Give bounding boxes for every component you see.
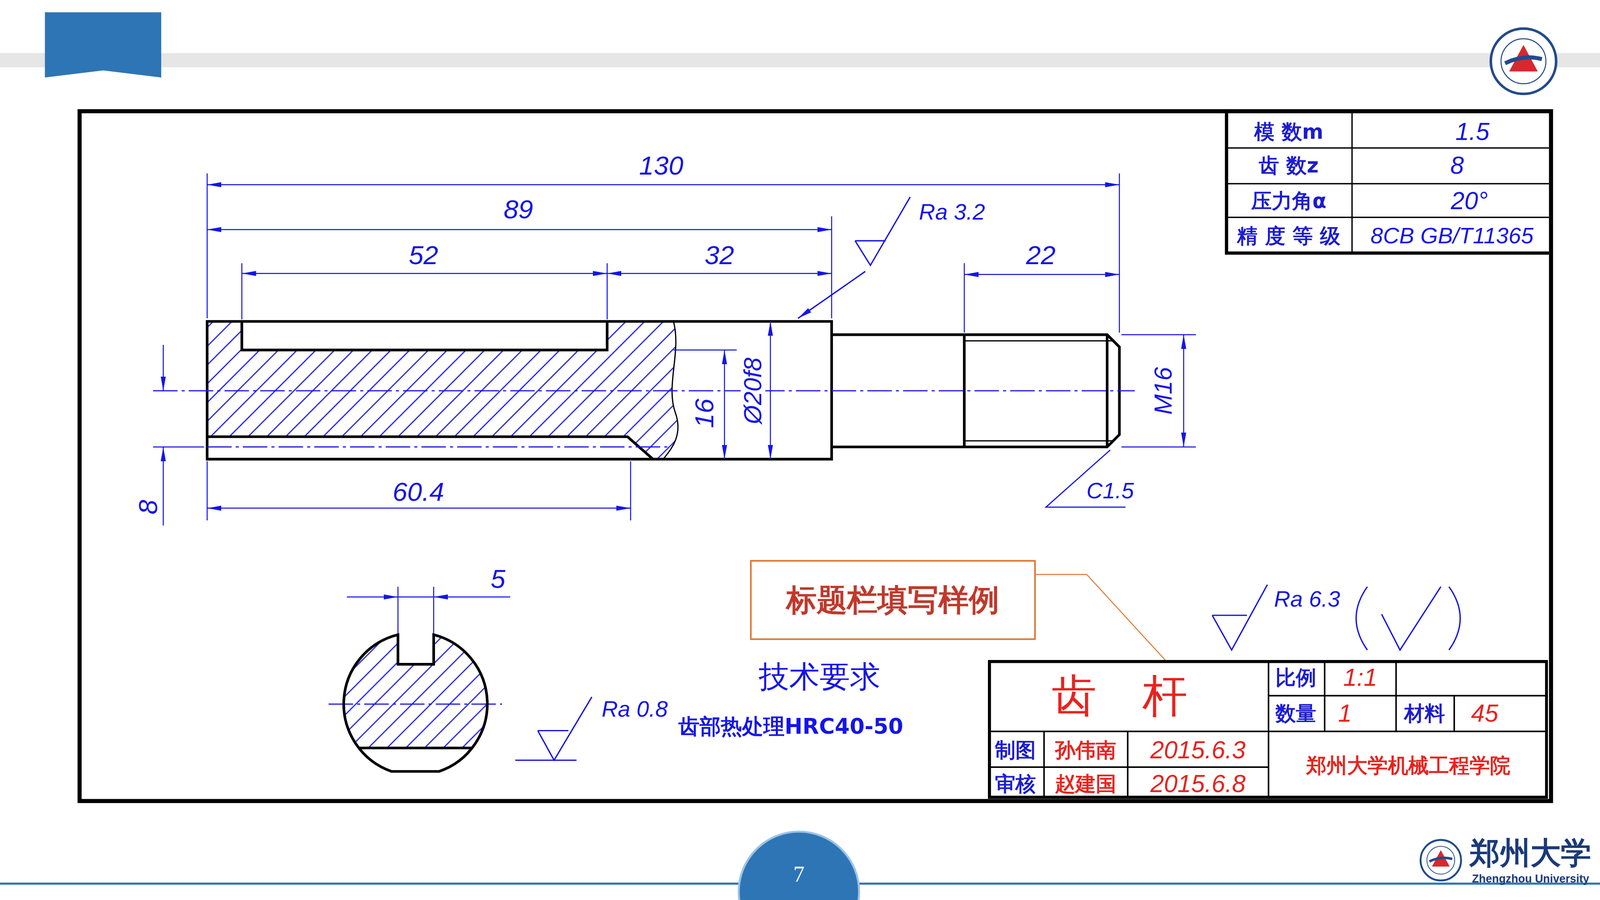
- title-block-lines: [987, 660, 1548, 799]
- header-bar: [0, 52, 1600, 68]
- field-name: 材料: [1404, 702, 1445, 724]
- page-number: 7: [793, 863, 805, 886]
- section-outline: [343, 634, 488, 772]
- logo-text: Zhengzhou University: [1472, 872, 1590, 885]
- dimension-value: Ø20f8: [740, 357, 766, 425]
- dimension-value: 8: [134, 499, 162, 515]
- dimension-value: 32: [704, 241, 735, 269]
- section-hatching: [336, 624, 500, 748]
- table-header: 精 度 等 级: [1237, 225, 1340, 246]
- center-line: [152, 390, 1135, 705]
- dimension-line: [163, 184, 1184, 597]
- dimension-value: 130: [639, 152, 684, 179]
- university-emblem: [1490, 28, 1557, 95]
- roughness-value: Ra 6.3: [1274, 587, 1341, 611]
- table-value: 8CB GB/T11365: [1370, 224, 1534, 248]
- field-name: 数量: [1275, 702, 1317, 724]
- table-header: 模 数m: [1254, 121, 1324, 142]
- logo-text: 郑州大学: [1469, 837, 1592, 869]
- table-value: 20°: [1450, 188, 1488, 214]
- extension-line: [152, 173, 1196, 635]
- person-name: 孙伟南: [1055, 739, 1117, 760]
- institution-name: 郑州大学机械工程学院: [1306, 755, 1511, 776]
- note-text: 齿部热处理HRC40-50: [678, 715, 904, 738]
- parameter-table: [1226, 113, 1550, 254]
- field-value: 45: [1471, 700, 1499, 726]
- table-value: 8: [1450, 152, 1465, 178]
- dimension-value: 60.4: [392, 478, 445, 506]
- page-number-circle: 7: [736, 829, 862, 900]
- field-value: 1: [1337, 700, 1352, 726]
- university-emblem: [1420, 840, 1461, 881]
- chamfer-value: C1.5: [1086, 479, 1135, 503]
- field-value: 1:1: [1343, 665, 1378, 690]
- dimension-value: 89: [503, 195, 534, 223]
- dimension-value: M16: [1150, 367, 1176, 415]
- field-name: 审核: [995, 773, 1036, 794]
- dimension-value: 5: [490, 565, 505, 593]
- dimension-value: 52: [408, 241, 439, 269]
- leader-line: [1035, 574, 1166, 661]
- callout-text: 标题栏填写样例: [786, 584, 1000, 615]
- part-name: 齿 杆: [1051, 673, 1203, 719]
- date-value: 2015.6.3: [1150, 737, 1246, 763]
- dimension-value: 16: [690, 398, 718, 428]
- dimension-value: 22: [1026, 241, 1056, 269]
- field-name: 制图: [995, 739, 1036, 760]
- header-tab: [45, 12, 162, 78]
- title-block: 齿 杆 比例 1:1 数量 1 材料 45 制图孙伟南 2015.6.3 审核赵建国 2015.6.…: [987, 660, 1548, 799]
- page-circle: [738, 831, 860, 900]
- roughness-value: Ra 3.2: [919, 200, 986, 224]
- table-header: 齿 数z: [1258, 155, 1319, 176]
- note-heading: 技术要求: [758, 661, 881, 692]
- table-header: 压力角α: [1251, 190, 1327, 212]
- callout-box: 标题栏填写样例: [750, 560, 1036, 640]
- table-value: 1.5: [1455, 119, 1490, 145]
- roughness-value: Ra 0.8: [601, 697, 668, 721]
- drawing-frame: [79, 111, 1551, 802]
- date-value: 2015.6.8: [1150, 771, 1246, 796]
- field-name: 比例: [1275, 667, 1317, 688]
- person-name: 赵建国: [1055, 773, 1117, 794]
